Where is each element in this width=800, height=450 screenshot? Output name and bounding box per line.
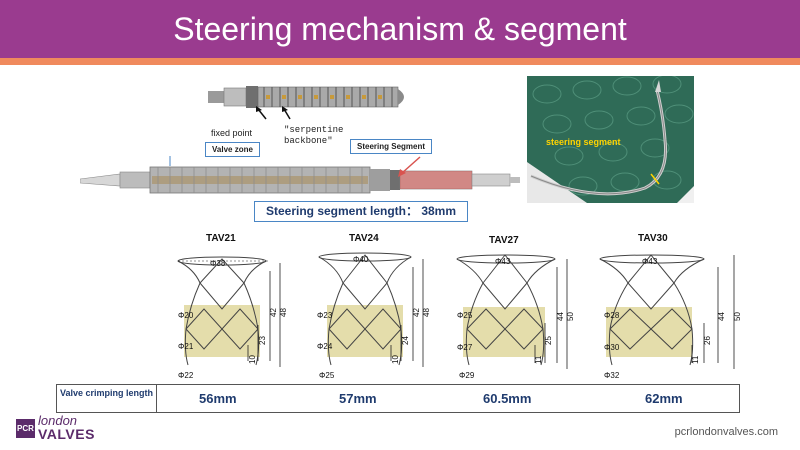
backbone-label-line1: "serpentine bbox=[284, 125, 344, 135]
diameter-bottom: Φ22 bbox=[178, 371, 194, 380]
diameter-low: Φ24 bbox=[317, 342, 333, 351]
diameter-top: Φ43 bbox=[495, 257, 511, 266]
height-mid: 25 bbox=[544, 336, 553, 345]
backbone-label-line2: backbone" bbox=[284, 136, 333, 146]
pcr-logo-mark: PCR bbox=[16, 419, 35, 438]
logo-london-text: london bbox=[38, 413, 78, 428]
title-banner: Steering mechanism & segment bbox=[0, 0, 800, 58]
valve-title: TAV21 bbox=[206, 233, 236, 244]
site-url[interactable]: pcrlondonvalves.com bbox=[674, 426, 778, 438]
height-inner: 42 bbox=[269, 308, 278, 317]
photo-drawing bbox=[527, 76, 694, 203]
height-mid: 23 bbox=[258, 336, 267, 345]
delivery-system-illustration: fixed point "serpentine backbone" Valve … bbox=[79, 75, 520, 230]
crimp-value-tav21: 56mm bbox=[199, 391, 237, 406]
diameter-low: Φ27 bbox=[457, 343, 473, 352]
catheter-drawing bbox=[79, 86, 520, 194]
diameter-top: Φ40 bbox=[353, 255, 369, 264]
crimp-value-tav24: 57mm bbox=[339, 391, 377, 406]
fixed-point-label: fixed point bbox=[211, 128, 253, 138]
segment-length-label: Steering segment length： 38mm bbox=[254, 201, 468, 222]
height-small: 10 bbox=[391, 355, 400, 364]
height-mid: 24 bbox=[401, 336, 410, 345]
diameter-bottom: Φ32 bbox=[604, 371, 620, 380]
height-inner: 42 bbox=[412, 308, 421, 317]
crimp-value-tav27: 60.5mm bbox=[483, 391, 532, 406]
photo-steering-label: steering segment bbox=[546, 137, 621, 147]
steering-segment-photo bbox=[527, 76, 694, 203]
diameter-mid: Φ20 bbox=[178, 311, 194, 320]
height-inner: 44 bbox=[556, 312, 565, 321]
diameter-mid: Φ25 bbox=[457, 311, 473, 320]
crimping-header: Valve crimping length bbox=[57, 385, 157, 412]
valve-stent-drawing bbox=[177, 256, 281, 367]
valve-title: TAV27 bbox=[489, 235, 519, 246]
valve-title: TAV30 bbox=[638, 233, 668, 244]
diameter-low: Φ21 bbox=[178, 342, 194, 351]
height-small: 11 bbox=[534, 355, 543, 364]
crimp-value-tav30: 62mm bbox=[645, 391, 683, 406]
valve-tav30: TAV30 Φ43 Φ28 Φ30 Φ32 11 26 44 50 bbox=[598, 233, 758, 383]
valve-tav24: TAV24 Φ40 Φ23 Φ24 Φ25 10 24 42 48 bbox=[313, 233, 473, 383]
diameter-top: Φ38 bbox=[210, 259, 226, 268]
crimping-length-table: Valve crimping length 56mm 57mm 60.5mm 6… bbox=[56, 384, 740, 413]
height-total: 50 bbox=[733, 312, 742, 321]
diameter-top: Φ43 bbox=[642, 257, 658, 266]
logo-valves-text: VALVES bbox=[38, 426, 95, 442]
height-small: 10 bbox=[248, 355, 257, 364]
valve-tav27: TAV27 Φ43 Φ25 Φ27 Φ29 11 25 44 50 bbox=[455, 233, 615, 383]
height-inner: 44 bbox=[717, 312, 726, 321]
slide-title: Steering mechanism & segment bbox=[173, 11, 627, 47]
diameter-bottom: Φ29 bbox=[459, 371, 475, 380]
valve-tav21: TAV21 Φ38 Φ20 Φ21 Φ22 10 23 42 48 bbox=[170, 233, 330, 383]
valve-zone-label: Valve zone bbox=[205, 142, 260, 157]
valve-stent-drawing bbox=[318, 252, 424, 367]
accent-bar bbox=[0, 58, 800, 65]
diameter-mid: Φ28 bbox=[604, 311, 620, 320]
valve-stent-drawing bbox=[599, 254, 735, 369]
height-total: 48 bbox=[422, 308, 431, 317]
diameter-mid: Φ23 bbox=[317, 311, 333, 320]
height-total: 48 bbox=[279, 308, 288, 317]
height-small: 11 bbox=[691, 355, 700, 364]
valve-title: TAV24 bbox=[349, 233, 379, 244]
valve-stent-drawing bbox=[456, 254, 568, 369]
height-total: 50 bbox=[566, 312, 575, 321]
diameter-low: Φ30 bbox=[604, 343, 620, 352]
height-mid: 26 bbox=[703, 336, 712, 345]
diameter-bottom: Φ25 bbox=[319, 371, 335, 380]
steering-segment-label: Steering Segment bbox=[350, 139, 433, 154]
